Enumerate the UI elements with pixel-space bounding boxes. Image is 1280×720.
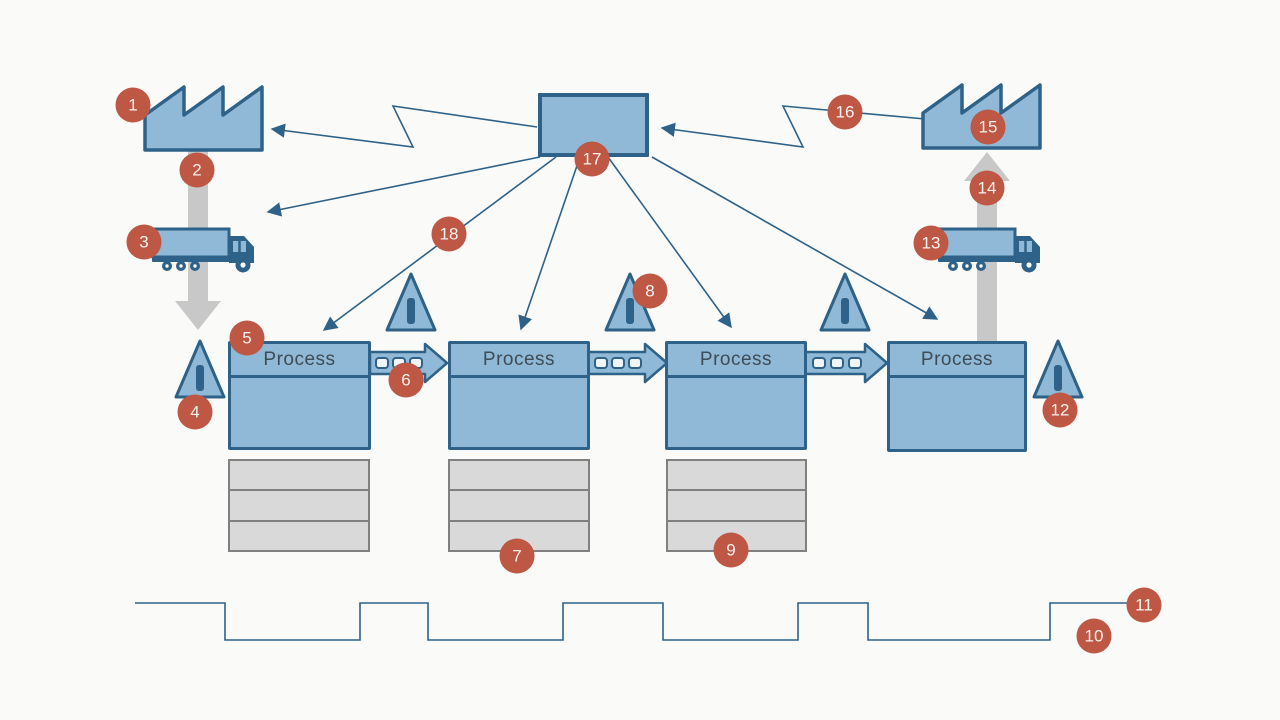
step-badge-1: 1 bbox=[115, 87, 151, 123]
process-box-4: Process bbox=[887, 341, 1027, 452]
step-badge-8: 8 bbox=[632, 273, 668, 309]
electronic-info-zigzag-right bbox=[660, 105, 926, 148]
step-badge-12: 12 bbox=[1042, 392, 1078, 428]
push-arrow-2 bbox=[586, 342, 669, 384]
data-box-2 bbox=[448, 459, 590, 552]
step-badge-18: 18 bbox=[431, 216, 467, 252]
info-line-to-process-2 bbox=[518, 156, 581, 331]
data-box-row bbox=[230, 522, 368, 550]
process-title: Process bbox=[231, 344, 368, 378]
process-box-2: Process bbox=[448, 341, 590, 450]
step-badge-6: 6 bbox=[388, 362, 424, 398]
inventory-triangle-3 bbox=[819, 272, 871, 332]
step-badge-15: 15 bbox=[970, 109, 1006, 145]
process-body bbox=[890, 378, 1024, 449]
data-box-row bbox=[668, 491, 805, 522]
data-box-row bbox=[450, 491, 588, 522]
data-box-row bbox=[450, 461, 588, 492]
info-line-to-process-3 bbox=[607, 156, 732, 329]
step-badge-9: 9 bbox=[713, 532, 749, 568]
data-box-row bbox=[668, 461, 805, 492]
process-body bbox=[231, 378, 368, 447]
step-badge-14: 14 bbox=[969, 170, 1005, 206]
data-box-1 bbox=[228, 459, 370, 552]
step-badge-13: 13 bbox=[913, 225, 949, 261]
step-badge-5: 5 bbox=[229, 320, 265, 356]
step-badge-3: 3 bbox=[126, 224, 162, 260]
step-badge-16: 16 bbox=[827, 94, 863, 130]
lead-time-timeline bbox=[135, 602, 1155, 641]
info-line-to-inbound-truck bbox=[266, 156, 541, 217]
inventory-triangle-right bbox=[1032, 339, 1084, 399]
info-line-to-process-4 bbox=[651, 156, 939, 320]
step-badge-2: 2 bbox=[179, 152, 215, 188]
process-title: Process bbox=[890, 344, 1024, 378]
process-body bbox=[451, 378, 587, 447]
step-badge-4: 4 bbox=[177, 394, 213, 430]
factory-icon-supplier bbox=[143, 85, 264, 152]
step-badge-11: 11 bbox=[1126, 587, 1162, 623]
data-box-row bbox=[230, 491, 368, 522]
step-badge-10: 10 bbox=[1076, 618, 1112, 654]
process-box-3: Process bbox=[665, 341, 807, 450]
process-title: Process bbox=[451, 344, 587, 378]
step-badge-7: 7 bbox=[499, 538, 535, 574]
process-box-1: Process bbox=[228, 341, 371, 450]
electronic-info-zigzag-left bbox=[270, 104, 538, 148]
inventory-triangle-1 bbox=[385, 272, 437, 332]
data-box-row bbox=[230, 461, 368, 492]
push-arrow-3 bbox=[803, 342, 889, 384]
step-badge-17: 17 bbox=[574, 141, 610, 177]
inventory-triangle-left bbox=[174, 339, 226, 399]
process-title: Process bbox=[668, 344, 804, 378]
process-body bbox=[668, 378, 804, 447]
